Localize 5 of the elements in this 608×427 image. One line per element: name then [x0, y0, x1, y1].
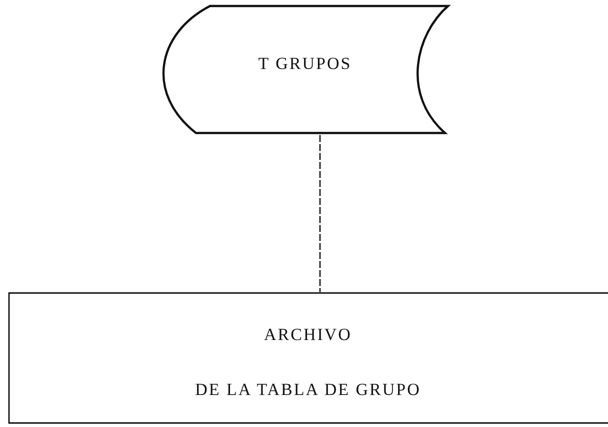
node-text: T GRUPOS [257, 54, 353, 74]
node-text: ARCHIVO [263, 325, 353, 345]
node-text: DE LA TABLA DE GRUPO [194, 380, 422, 400]
connector-line [319, 135, 321, 292]
file-box [8, 292, 608, 424]
